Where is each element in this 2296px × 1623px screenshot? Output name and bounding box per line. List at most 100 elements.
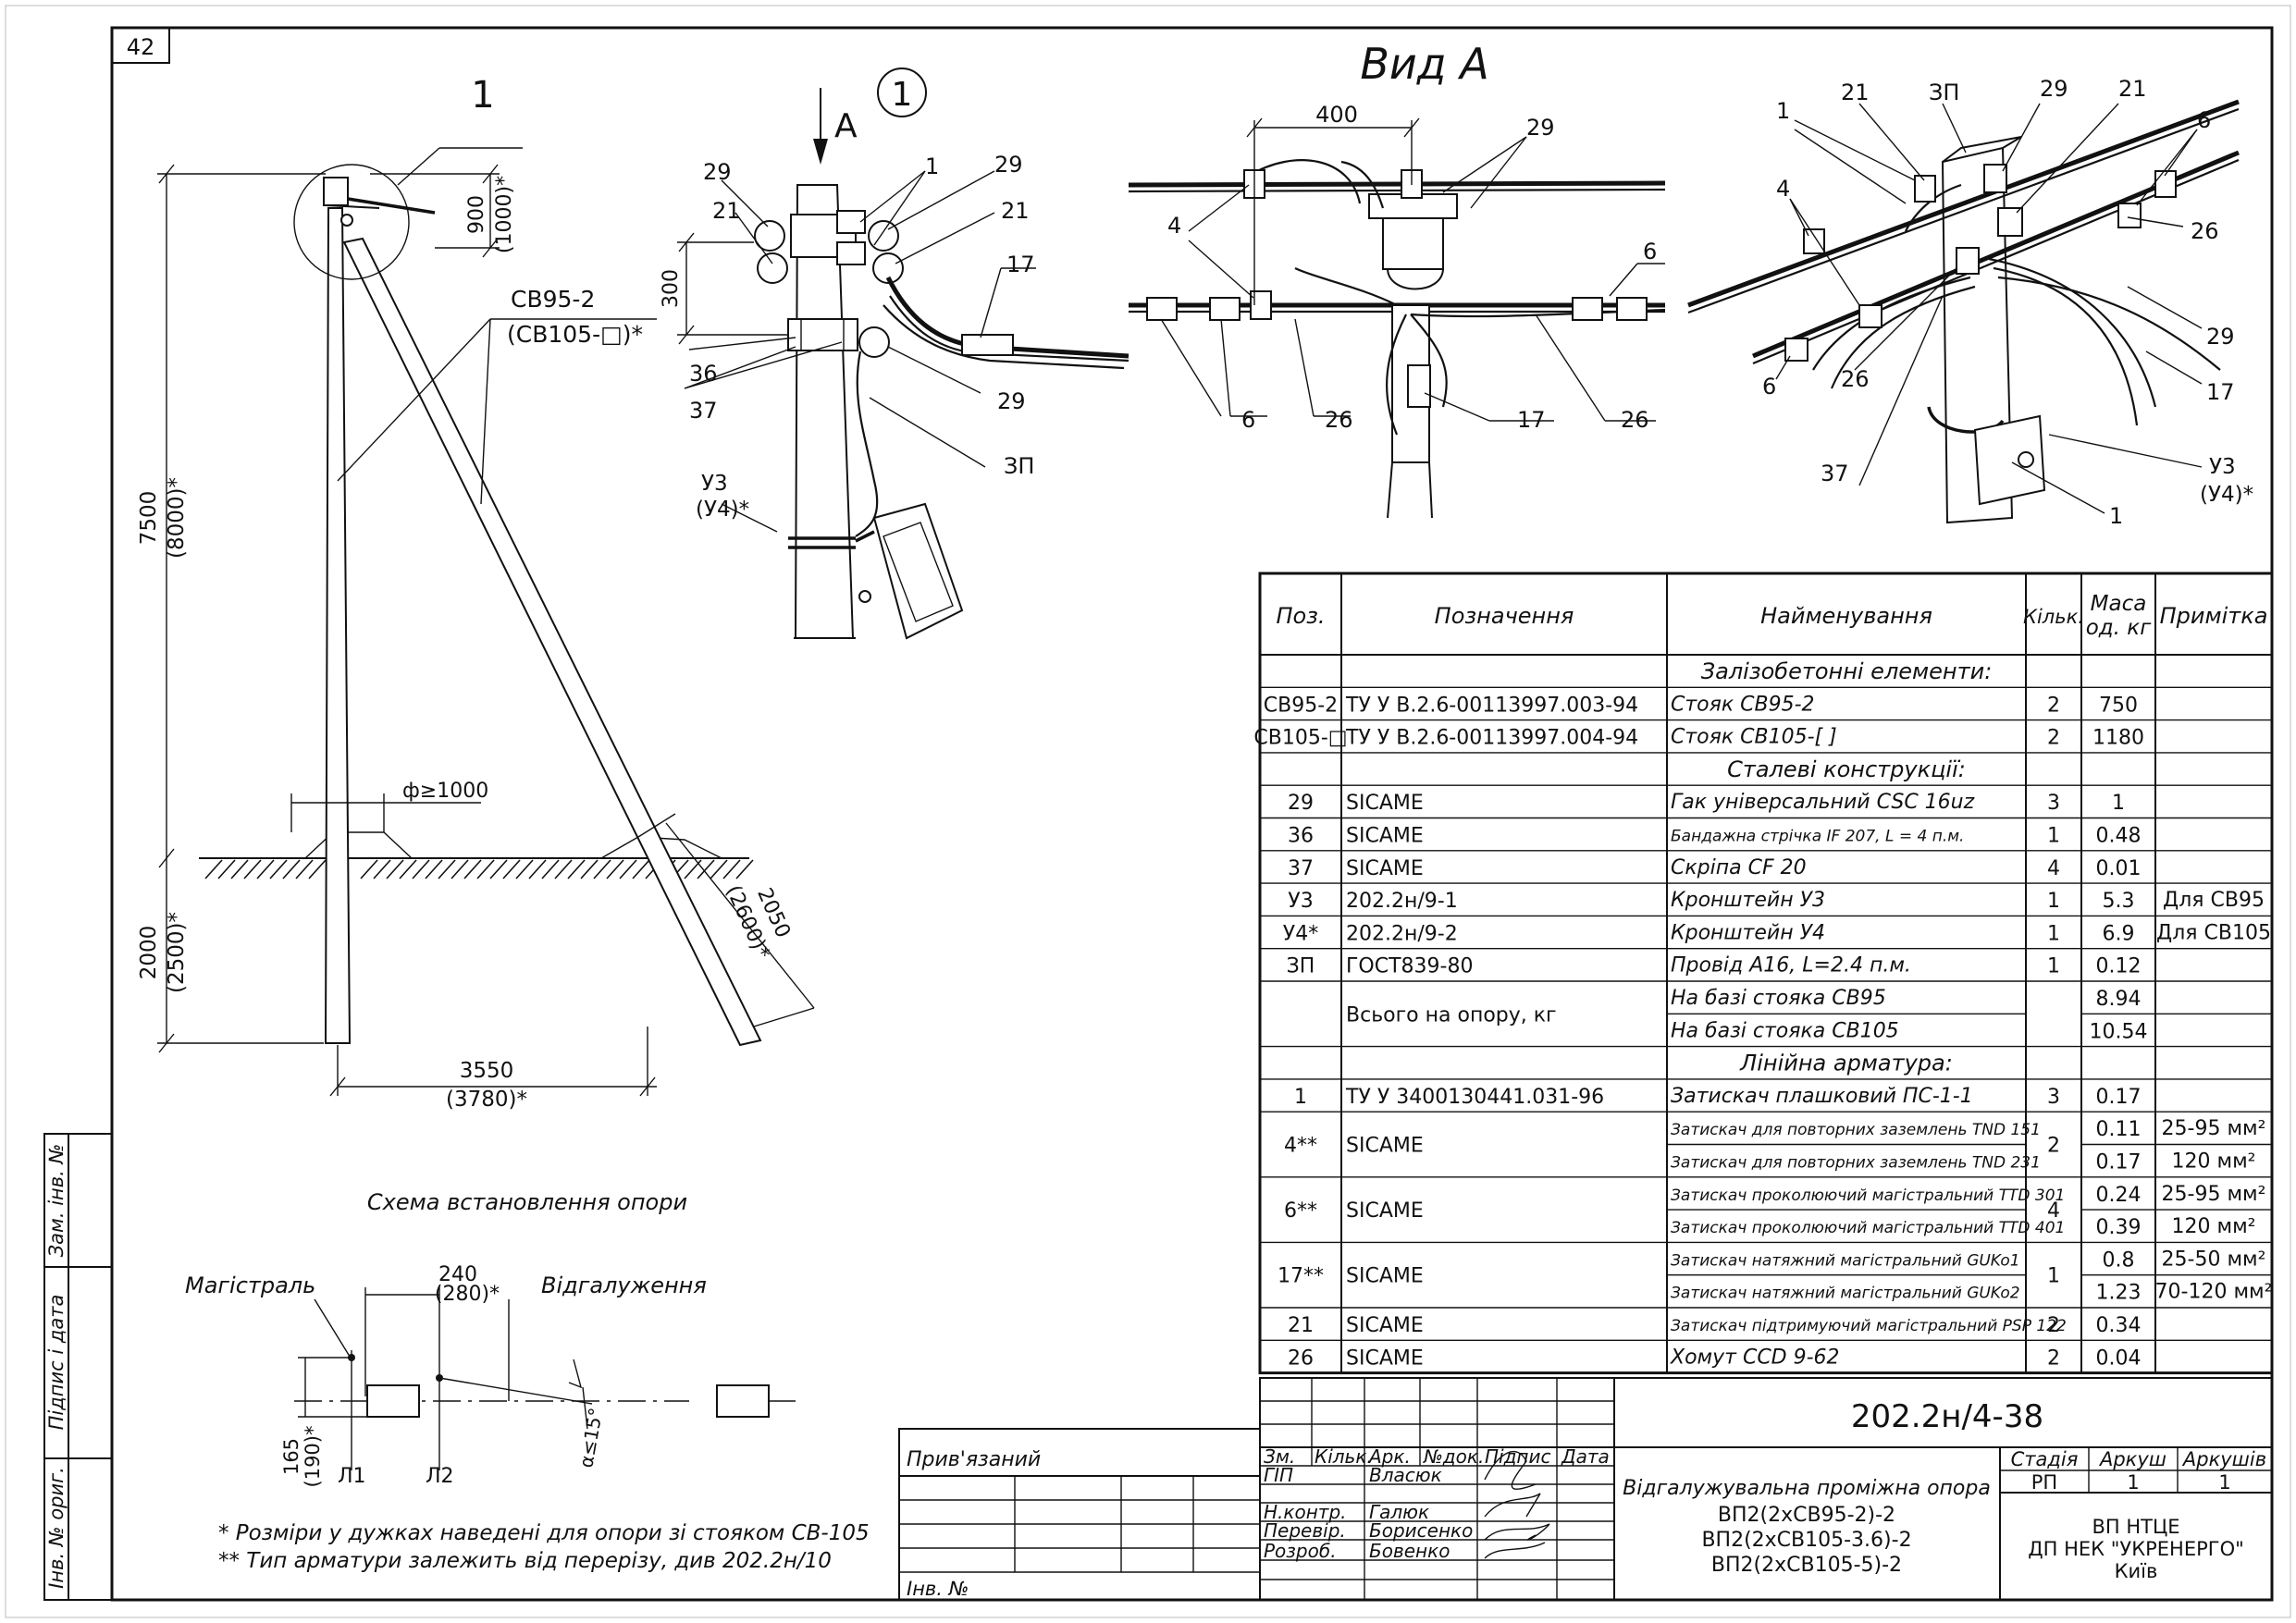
detail-label-29c: 29 — [997, 388, 1026, 414]
table-cell-qty: 4 — [2047, 857, 2060, 880]
table-header: Найменування — [1760, 603, 1932, 629]
dim-base: 3550 — [460, 1059, 514, 1083]
table-cell-qty: 1 — [2047, 890, 2060, 913]
table-cell-pos: 26 — [1288, 1346, 1314, 1370]
side-stamp: Інв. № ориг. Підпис і дата Зам. інв. № — [43, 1133, 113, 1601]
table-cell-name: Затискач проколюючий магістральний TTD 3… — [1671, 1187, 2065, 1205]
viewa-label-6a: 6 — [1643, 239, 1657, 264]
table-cell-name: Скріпа CF 20 — [1671, 856, 1807, 879]
tb-org-2: ДП НЕК "УКРЕНЕРГО" — [2028, 1538, 2244, 1560]
iso-label-21a: 21 — [1841, 80, 1870, 105]
ground-hatch-line — [451, 859, 469, 879]
ground-hatch-line — [606, 859, 624, 879]
sheet-number-box — [111, 27, 170, 64]
dim-top-alt: (1000)* — [493, 176, 516, 253]
table-cell-name: Бандажна стрічка IF 207, L = 4 п.м. — [1671, 828, 1964, 846]
table-cell-note: 120 мм² — [2172, 1150, 2256, 1174]
note-1: * Розміри у дужках наведені для опори зі… — [218, 1521, 870, 1545]
table-cell-qty: 3 — [2047, 792, 2060, 815]
ground-hatch-line — [412, 859, 430, 879]
tb-sheets-head: Аркушів — [2181, 1448, 2266, 1470]
table-cell-name: Провід А16, L=2.4 п.м. — [1671, 954, 1911, 977]
detail-label-21a: 21 — [712, 198, 741, 224]
ground-hatch-line — [373, 859, 391, 879]
outer-border — [5, 5, 2291, 1618]
detail-callout: 1 — [892, 76, 913, 114]
tb-title-2: ВП2(2хСВ95-2)-2 — [1718, 1504, 1895, 1527]
scheme-dim-240: 240 — [438, 1263, 477, 1286]
table-cell-qty: 2 — [2047, 727, 2060, 750]
table-header: Поз. — [1276, 603, 1325, 629]
iso-label-29a: 29 — [2040, 76, 2068, 102]
ground-hatch-line — [204, 859, 223, 879]
table-cell-designation: SICAME — [1346, 792, 1424, 815]
tb-role-gip: ГІП — [1264, 1464, 1293, 1486]
pole-installation-drawing: 1 СВ95-2 (СВ105-□)* 7500 (8000)* 2000 (2… — [137, 74, 815, 1215]
viewa-label-26b: 26 — [1621, 407, 1649, 433]
callout-1: 1 — [471, 74, 494, 117]
table-cell-mass: 10.54 — [2090, 1020, 2148, 1043]
table-cell-mass: 0.34 — [2096, 1314, 2142, 1337]
tb-col-date: Дата — [1561, 1445, 1610, 1468]
iso-label-zp: ЗП — [1929, 80, 1959, 105]
table-cell-name: На базі стояка СВ105 — [1671, 1019, 1899, 1042]
detail-label-zp: ЗП — [1004, 453, 1034, 479]
table-cell-designation: ТУ У В.2.6-00113997.003-94 — [1345, 694, 1638, 717]
table-cell-designation: SICAME — [1346, 1314, 1424, 1337]
iso-label-4: 4 — [1776, 176, 1790, 202]
table-cell-pos: У4* — [1283, 922, 1318, 945]
view-a-drawing: Вид А 400 — [1128, 39, 1666, 519]
ground-hatch-line — [710, 859, 728, 879]
iso-label-u4: (У4)* — [2200, 483, 2253, 507]
viewa-label-29: 29 — [1526, 115, 1555, 141]
tb-title-3: ВП2(2хСВ105-3.6)-2 — [1701, 1529, 1911, 1552]
ground-hatch-line — [502, 859, 521, 879]
table-header: Примітка — [2160, 603, 2268, 629]
dim-top: 900 — [465, 195, 488, 234]
table-cell-qty: 2 — [2047, 1314, 2060, 1337]
tb-sheet-head: Аркуш — [2098, 1448, 2166, 1470]
side-stamp-orig: Інв. № ориг. — [45, 1467, 68, 1589]
tb-sheet-val: 1 — [2127, 1471, 2139, 1494]
table-cell-pos: СВ105-□ — [1253, 727, 1347, 750]
table-section-title: Залізобетонні елементи: — [1701, 658, 1993, 684]
ground-hatch-line — [567, 859, 586, 879]
viewa-dim-400: 400 — [1315, 102, 1358, 128]
table-cell-note: 120 мм² — [2172, 1215, 2256, 1238]
table-cell-qty: 3 — [2047, 1086, 2060, 1109]
detail-label-17: 17 — [1006, 252, 1035, 277]
table-cell-mass: 1180 — [2092, 727, 2144, 750]
table-cell-pos: 37 — [1288, 857, 1314, 880]
viewa-label-26a: 26 — [1325, 407, 1353, 433]
dim-height-alt: (8000)* — [165, 477, 189, 559]
table-cell-mass: 0.01 — [2096, 857, 2142, 880]
dim-ground: 2000 — [137, 926, 161, 980]
tb-name-bovenko: Бовенко — [1369, 1540, 1450, 1562]
table-cell-designation: ГОСТ839-80 — [1346, 955, 1473, 978]
table-cell-note: 25-95 мм² — [2162, 1183, 2266, 1206]
title-block: Прив'язаний Інв. № Зм. Кільк. Арк. №док.… — [898, 1377, 2273, 1601]
tb-col-zm: Зм. — [1264, 1445, 1295, 1468]
table-cell-qty: 1 — [2047, 1265, 2060, 1288]
table-cell-pos: 36 — [1288, 825, 1314, 848]
table-cell-mass: 0.39 — [2096, 1216, 2142, 1239]
detail-circle — [293, 164, 410, 280]
ground-hatch-line — [360, 859, 378, 879]
note-2: ** Тип арматури залежить від перерізу, д… — [218, 1549, 832, 1573]
tb-role-rozrob: Розроб. — [1264, 1540, 1337, 1562]
scheme-dim-165-alt: (190)* — [302, 1426, 324, 1488]
table-cell-mass: 0.12 — [2096, 955, 2142, 978]
table-cell-qty: 2 — [2047, 694, 2060, 717]
viewa-label-6b: 6 — [1241, 407, 1255, 433]
table-cell-name: Гак універсальний CSC 16uz — [1671, 791, 1975, 814]
table-cell-mass: 0.04 — [2096, 1346, 2142, 1370]
side-stamp-sign: Підпис і дата — [45, 1295, 68, 1431]
scheme-dim-165: 165 — [280, 1438, 302, 1475]
table-cell-name: Затискач для повторних заземлень TND 151 — [1671, 1121, 2041, 1139]
signature-4 — [1484, 1542, 1546, 1559]
ground-hatch-line — [269, 859, 288, 879]
table-cell-designation: SICAME — [1346, 1199, 1424, 1223]
iso-label-37: 37 — [1821, 461, 1849, 486]
detail-dim-300: 300 — [660, 269, 683, 308]
